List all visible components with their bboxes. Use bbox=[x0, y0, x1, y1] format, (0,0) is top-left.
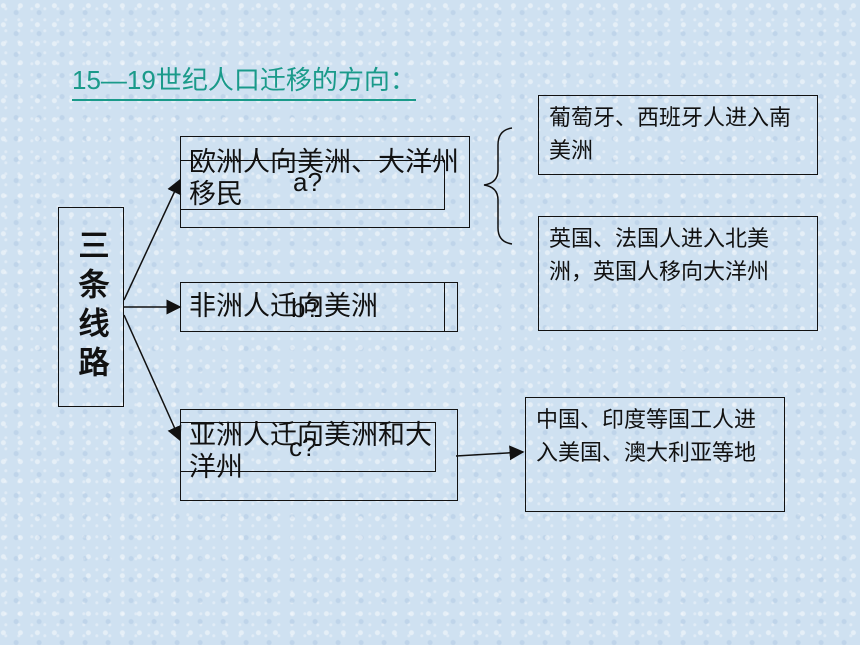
route-asia-box: 亚洲人迁向美洲和大洋州 bbox=[180, 409, 458, 501]
page-title: 15—19世纪人口迁移的方向： bbox=[72, 60, 416, 101]
route-europe-text: 欧洲人向美洲、大洋州移民 bbox=[189, 147, 459, 210]
arrow-to-asia bbox=[123, 314, 182, 442]
arrow-to-asia-detail bbox=[455, 445, 525, 461]
detail-europe-south: 葡萄牙、西班牙人进入南美洲 bbox=[538, 95, 818, 175]
route-asia-text: 亚洲人迁向美洲和大洋州 bbox=[189, 420, 432, 483]
detail-europe-north-text: 英国、法国人进入北美洲，英国人移向大洋州 bbox=[549, 227, 770, 285]
route-asia-overlay: c? bbox=[289, 432, 317, 462]
arrow-to-europe bbox=[123, 178, 182, 301]
detail-asia: 中国、印度等国工人进入美国、澳大利亚等地 bbox=[525, 397, 785, 512]
brace bbox=[483, 127, 513, 245]
route-europe-overlay-box bbox=[180, 160, 445, 210]
route-africa-overlay-box bbox=[180, 282, 445, 332]
route-europe-overlay: a? bbox=[293, 167, 322, 197]
root-label: 三条线路 bbox=[72, 229, 109, 385]
route-asia-overlay-box bbox=[180, 422, 436, 472]
detail-europe-north: 英国、法国人进入北美洲，英国人移向大洋州 bbox=[538, 216, 818, 331]
root-box: 三条线路 bbox=[58, 207, 124, 407]
route-africa-overlay: b? bbox=[291, 293, 320, 323]
detail-asia-text: 中国、印度等国工人进入美国、澳大利亚等地 bbox=[536, 408, 757, 466]
route-africa-text: 非洲人迁向美洲 bbox=[189, 291, 378, 322]
detail-europe-south-text: 葡萄牙、西班牙人进入南美洲 bbox=[549, 106, 792, 164]
route-europe-box: 欧洲人向美洲、大洋州移民 bbox=[180, 136, 470, 228]
